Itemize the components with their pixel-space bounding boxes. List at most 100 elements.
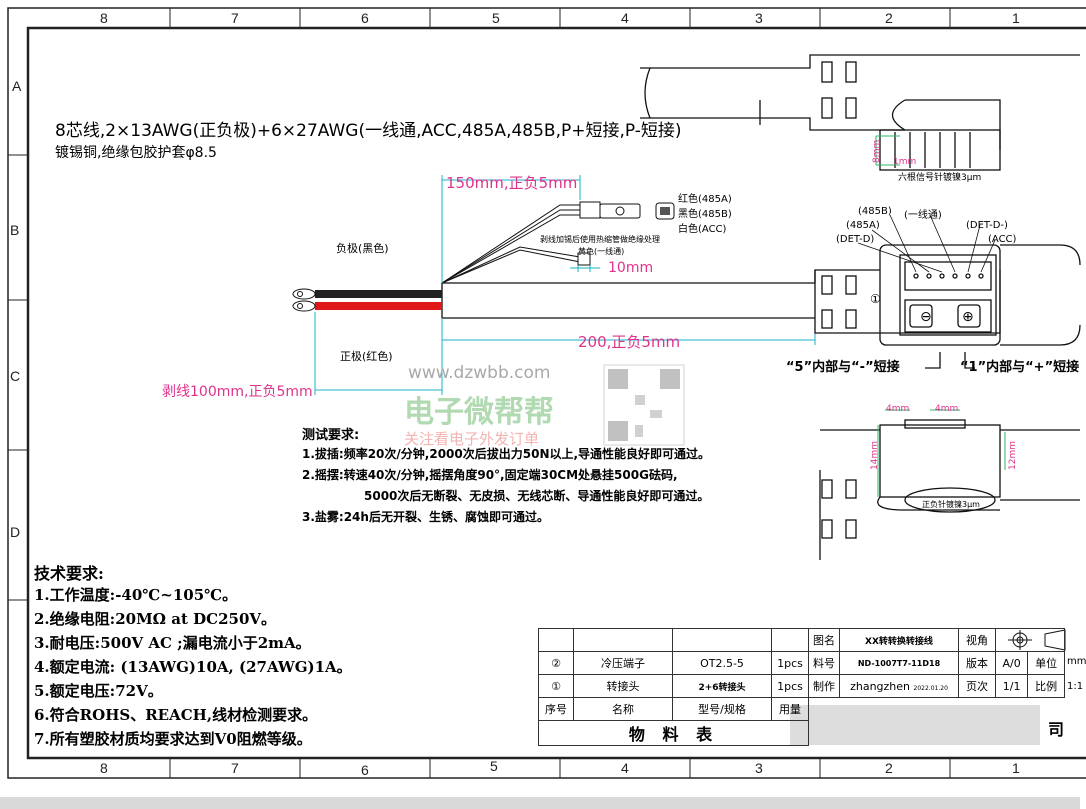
col-label-bottom-4: 4: [621, 760, 629, 776]
tech-item-5: 5.额定电压:72V。: [34, 682, 163, 700]
tb-name: XX转转换转接线: [839, 628, 959, 652]
dim-14: 14mm: [870, 441, 880, 470]
connector-bottom-view: [819, 419, 1080, 560]
plus-sign: ⊕: [962, 309, 974, 325]
row-label-a: A: [12, 78, 22, 94]
col-label-2: 2: [885, 10, 893, 26]
col-label-5: 5: [492, 10, 500, 26]
watermark-slogan: 关注看电子外发订单: [404, 430, 540, 448]
pin-one-wire: (一线通): [904, 210, 942, 221]
tb-scale: 1:1: [1067, 681, 1084, 692]
col-label-8: 8: [100, 10, 108, 26]
label-485b: 黑色(485B): [678, 209, 732, 220]
col-label-bottom-2: 2: [885, 760, 893, 776]
col-label-4: 4: [621, 10, 629, 26]
bom-name: 转接头: [573, 674, 673, 698]
dimension-lines: [314, 175, 816, 395]
pin-callouts: [857, 214, 996, 273]
tb-madeby: zhangzhen 2022.01.20: [839, 674, 959, 698]
bom-model: OT2.5-5: [672, 651, 772, 675]
tech-item-2: 2.绝缘电阻:20MΩ at DC250V。: [34, 610, 277, 628]
dim-10: 10mm: [608, 260, 654, 276]
pin-485a: (485A): [846, 220, 880, 231]
bom-head-model: 型号/规格: [672, 697, 772, 721]
dim-1: 1mm: [893, 157, 917, 167]
tb-view-label: 视角: [958, 628, 996, 652]
dim-8: 8mm: [872, 139, 882, 163]
col-label-bottom-1: 1: [1012, 760, 1020, 776]
pin-485b: (485B): [858, 206, 892, 217]
tech-item-7: 7.所有塑胶材质均要求达到V0阻燃等级。: [34, 730, 312, 748]
watermark-url: www.dzwbb.com: [408, 363, 551, 383]
col-label-6: 6: [361, 10, 369, 26]
tb-page: 1/1: [994, 674, 1029, 698]
bom-head-qty: 用量: [771, 697, 809, 721]
label-negative: 负极(黑色): [336, 242, 389, 255]
note-short-5: “5”内部与“-”短接: [786, 360, 900, 375]
label-485a: 红色(485A): [678, 194, 732, 205]
test-item-3: 3.盐雾:24h后无开裂、生锈、腐蚀即可通过。: [302, 510, 549, 524]
tb-madeby-name: zhangzhen: [850, 679, 911, 693]
tech-item-6: 6.符合ROHS、REACH,线材检测要求。: [34, 706, 318, 724]
bom-head-no: 序号: [538, 697, 574, 721]
tech-item-3: 3.耐电压:500V AC ;漏电流小于2mA。: [34, 634, 311, 652]
col-label-bottom-8: 8: [100, 760, 108, 776]
cable-spec-line2: 镀锡铜,绝缘包胶护套φ8.5: [55, 145, 217, 161]
col-label-3: 3: [755, 10, 763, 26]
pin-det-d: (DET-D): [836, 234, 875, 245]
watermark-name: 电子微帮帮: [404, 395, 554, 430]
tb-company: 司: [1048, 720, 1065, 739]
col-label-bottom-5: 5: [490, 758, 498, 774]
test-item-2b: 5000次后无断裂、无皮损、无线芯断、导通性能良好即可通过。: [364, 489, 710, 503]
dim-12: 12mm: [1008, 441, 1018, 470]
callout-1: ①: [870, 292, 881, 306]
row-label-d: D: [10, 524, 21, 540]
row-label-b: B: [10, 222, 20, 238]
tech-item-1: 1.工作温度:-40℃~105℃。: [34, 586, 238, 604]
dim-100: 剥线100mm,正负5mm: [162, 384, 313, 400]
tb-scale-label: 比例: [1027, 674, 1065, 698]
bottom-dims: [877, 409, 1006, 497]
bom-no: ①: [538, 674, 574, 698]
blurred-company: [790, 705, 1040, 745]
bom-head-name: 名称: [573, 697, 673, 721]
test-title: 测试要求:: [302, 428, 360, 443]
bom-row: ① 转接头 2+6转接头 1pcs 制作 zhangzhen 2022.01.2…: [538, 674, 1065, 698]
dim-200: 200,正负5mm: [578, 333, 681, 351]
col-label-1: 1: [1012, 10, 1020, 26]
plug-top-view: [640, 54, 1080, 171]
main-cable: [292, 201, 815, 319]
test-item-1: 1.拔插:频率20次/分钟,2000次后拔出力50N以上,导通性能良好即可通过。: [302, 447, 711, 461]
bom-row: ② 冷压端子 OT2.5-5 1pcs 料号 ND-1007T7-11D18 版…: [538, 651, 1065, 675]
watermark-qr: [603, 364, 685, 446]
label-acc: 白色(ACC): [678, 224, 727, 235]
bom-name: 冷压端子: [573, 651, 673, 675]
minus-sign: ⊖: [920, 309, 932, 325]
label-positive: 正极(红色): [340, 350, 393, 363]
bom-footer: 物 料 表: [538, 720, 809, 746]
test-item-2: 2.摇摆:转速40次/分钟,摇摆角度90°,固定端30CM处悬挂500G砝码,: [302, 468, 678, 482]
inner-frame: [26, 26, 1086, 760]
bom-model: 2+6转接头: [672, 674, 772, 698]
label-yellow: 黄色(一线通): [578, 247, 625, 256]
connector-main-view: [814, 244, 1081, 369]
plug-top-dims: [875, 135, 900, 166]
tb-page-label: 页次: [958, 674, 996, 698]
dim-4a: 4mm: [886, 404, 910, 414]
pin-det-d-minus: (DET-D-): [966, 220, 1008, 231]
note-plating-bottom: 正负针镀镍3μm: [922, 500, 980, 509]
note-short-1: “1”内部与“+”短接: [960, 360, 1080, 375]
tb-unit: mm: [1067, 656, 1086, 667]
tech-item-4: 4.额定电流: (13AWG)10A, (27AWG)1A。: [34, 658, 352, 676]
row-label-c: C: [10, 368, 21, 384]
tb-madeby-label: 制作: [808, 674, 840, 698]
dim-150: 150mm,正负5mm: [446, 174, 578, 192]
col-label-bottom-7: 7: [231, 760, 239, 776]
tech-title: 技术要求:: [34, 564, 104, 583]
pin-acc: (ACC): [988, 234, 1017, 245]
tb-version-label: 版本: [958, 651, 996, 675]
note-plating-top: 六根信号针镀镍3μm: [898, 173, 982, 183]
bom-qty: 1pcs: [771, 674, 809, 698]
